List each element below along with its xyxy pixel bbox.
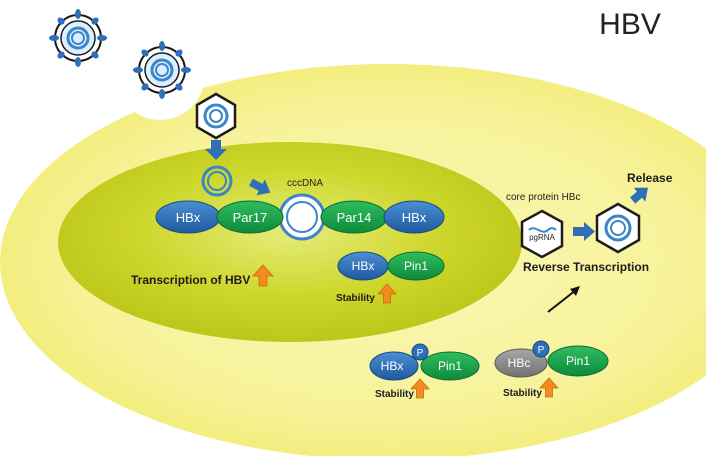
nucleus bbox=[58, 142, 522, 342]
par14-protein-label: Par14 bbox=[337, 210, 372, 225]
phospho-label: P bbox=[538, 345, 545, 356]
phospho-badge bbox=[532, 340, 550, 358]
orange-up-arrow-icon bbox=[410, 378, 430, 399]
core-protein-label: core protein HBc bbox=[506, 192, 580, 203]
hbv-virion-icon bbox=[49, 9, 107, 67]
release-label: Release bbox=[627, 171, 673, 185]
pin1-protein bbox=[387, 251, 445, 281]
rcdna-ring-icon bbox=[201, 165, 233, 197]
hbc-protein-label: HBc bbox=[508, 356, 531, 370]
hbx-protein bbox=[369, 351, 419, 381]
hexagon-capsid-icon bbox=[595, 202, 641, 254]
pin1-protein-label: Pin1 bbox=[404, 259, 428, 273]
hbx-protein-label: HBx bbox=[381, 359, 404, 373]
stability-label: Stability bbox=[336, 293, 375, 304]
pin1-protein-label: Pin1 bbox=[566, 354, 590, 368]
hexagon-capsid-icon bbox=[520, 209, 564, 259]
orange-up-arrow-icon bbox=[252, 264, 274, 287]
transcription-label: Transcription of HBV bbox=[131, 273, 250, 287]
stability-label: Stability bbox=[503, 388, 542, 399]
hbx-protein-label: HBx bbox=[176, 210, 201, 225]
phospho-label: P bbox=[417, 348, 424, 359]
orange-up-arrow-icon bbox=[377, 283, 397, 304]
phospho-badge bbox=[411, 343, 429, 361]
pin1-protein bbox=[420, 351, 480, 381]
release-arrow-icon bbox=[630, 187, 648, 204]
page-title: HBV bbox=[599, 8, 661, 41]
hbx-protein bbox=[383, 200, 445, 234]
hexagon-capsid-icon bbox=[195, 92, 237, 140]
par17-protein bbox=[216, 200, 284, 234]
pin1-protein-label: Pin1 bbox=[438, 359, 462, 373]
cccdna-label: cccDNA bbox=[287, 178, 323, 189]
cccdna-ring-icon bbox=[278, 193, 326, 241]
hbv-virion-icon bbox=[133, 41, 191, 99]
hbx-protein-label: HBx bbox=[352, 259, 375, 273]
upward-arrow-icon bbox=[547, 286, 580, 313]
hbx-protein-label: HBx bbox=[402, 210, 427, 225]
reverse-transcription-label: Reverse Transcription bbox=[523, 260, 649, 274]
pin1-protein bbox=[547, 345, 609, 377]
maturation-arrow-icon bbox=[573, 222, 595, 241]
entry-arrow-icon bbox=[205, 140, 227, 160]
conversion-arrow-icon bbox=[249, 178, 271, 196]
hbc-protein bbox=[494, 348, 548, 378]
stability-label: Stability bbox=[375, 389, 414, 400]
orange-up-arrow-icon bbox=[539, 377, 559, 398]
par17-protein-label: Par17 bbox=[233, 210, 268, 225]
pgrna-label: pgRNA bbox=[529, 233, 555, 242]
